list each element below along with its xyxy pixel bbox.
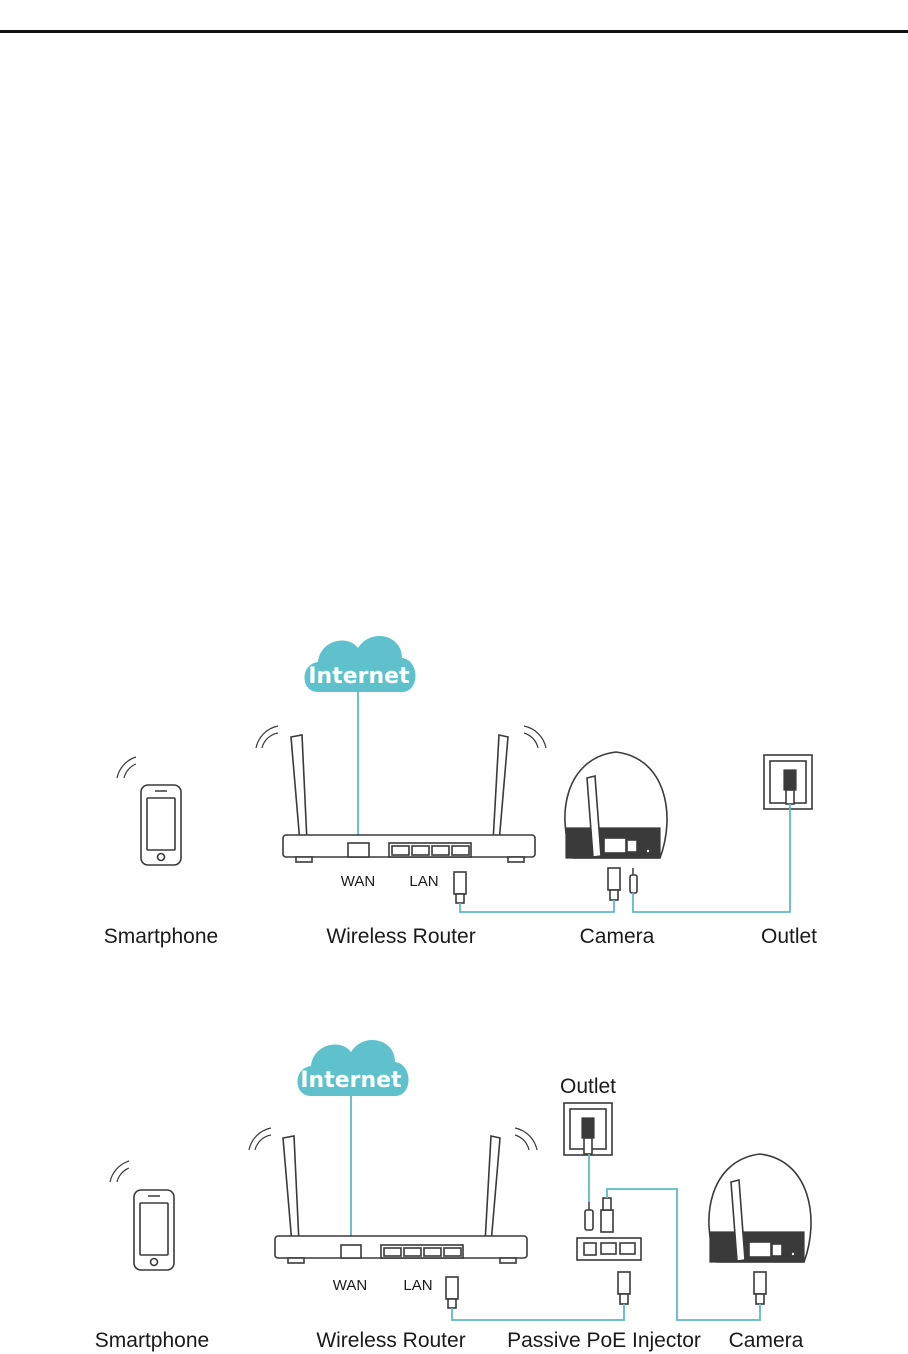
power-cable (632, 804, 791, 913)
ethernet-plug-icon (445, 1276, 459, 1309)
internet-cloud-icon: Internet (304, 635, 416, 692)
lan-cable (451, 1304, 625, 1321)
wan-label: WAN (333, 1277, 367, 1294)
router-icon (248, 1127, 538, 1264)
lan-label: LAN (409, 873, 438, 890)
ethernet-plug-icon (600, 1197, 614, 1233)
label-router: Wireless Router (326, 925, 475, 948)
top-rule (0, 30, 908, 33)
label-smartphone: Smartphone (104, 925, 218, 948)
label-router: Wireless Router (316, 1329, 465, 1352)
cloud-label: Internet (308, 664, 410, 689)
poe-cable (606, 1188, 761, 1321)
smartphone-icon (116, 756, 182, 866)
power-plug-icon (629, 868, 638, 894)
lan-label: LAN (403, 1277, 432, 1294)
diagram-direct-power: Internet WAN LAN (104, 635, 817, 948)
router-icon (255, 725, 547, 863)
camera-icon (564, 751, 668, 859)
outlet-icon (563, 1102, 613, 1156)
diagram-poe-power: Internet WAN LAN Outlet (95, 1039, 812, 1352)
label-injector: Passive PoE Injector (507, 1329, 701, 1352)
ethernet-plug-icon (753, 1271, 767, 1305)
ethernet-plug-icon (453, 871, 467, 904)
smartphone-icon (109, 1160, 175, 1271)
camera-icon (708, 1153, 812, 1263)
power-plug-icon (584, 1202, 594, 1231)
label-outlet: Outlet (560, 1075, 616, 1098)
ethernet-plug-icon (607, 867, 621, 901)
poe-injector-icon (576, 1237, 642, 1261)
label-outlet: Outlet (761, 925, 817, 948)
label-camera: Camera (729, 1329, 804, 1352)
outlet-icon (763, 754, 813, 810)
lan-cable (459, 900, 615, 913)
internet-cloud-icon: Internet (297, 1039, 409, 1096)
wan-label: WAN (341, 873, 375, 890)
cloud-label: Internet (300, 1068, 402, 1093)
label-camera: Camera (580, 925, 655, 948)
label-smartphone: Smartphone (95, 1329, 209, 1352)
ethernet-plug-icon (617, 1271, 631, 1305)
